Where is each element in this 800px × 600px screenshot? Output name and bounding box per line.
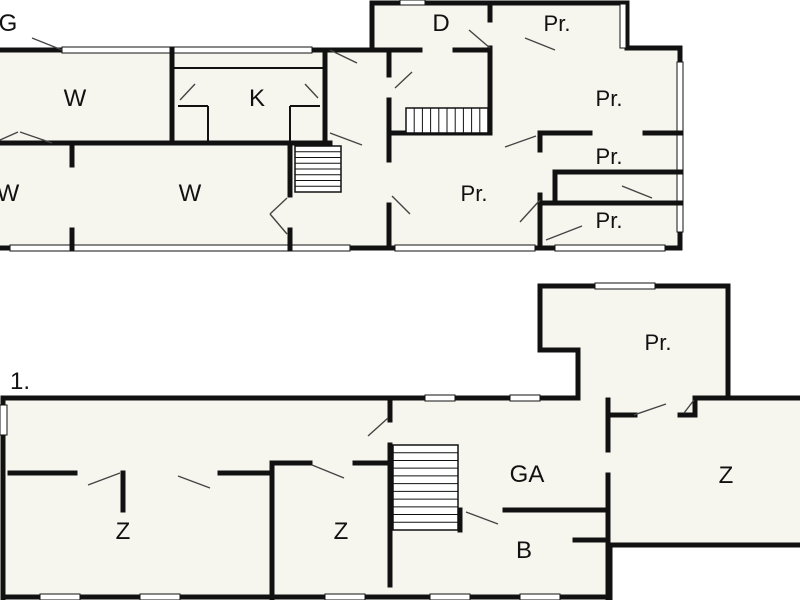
lower-floor-east-area — [610, 400, 800, 545]
lower-interior-walls — [7, 395, 698, 600]
room-label-z2: Z — [334, 518, 349, 545]
lower-floor-area — [0, 398, 610, 598]
room-label-d: D — [432, 10, 449, 37]
upper-interior-walls — [0, 0, 683, 251]
lower-floor-plan: 1. Pr. GA Z Z Z B — [0, 282, 800, 600]
room-label-w2: W — [0, 180, 20, 207]
upper-floor-plan: G W K W W D Pr. Pr. Pr. Pr. Pr. — [0, 0, 684, 252]
room-label-k: K — [249, 85, 265, 112]
upper-windows — [9, 0, 684, 252]
room-label-g: G — [0, 10, 17, 37]
floor-number: 1. — [10, 368, 30, 395]
room-label-w3: W — [179, 180, 202, 207]
upper-doors — [0, 29, 653, 241]
room-label-pr: Pr. — [645, 330, 672, 355]
lower-stair-treads — [393, 452, 458, 523]
room-label-pr2: Pr. — [596, 86, 623, 111]
room-label-b: B — [516, 537, 532, 564]
lower-windows — [0, 282, 656, 600]
room-label-pr5: Pr. — [596, 208, 623, 233]
upper-stair-treads-2 — [413, 108, 481, 133]
room-label-pr3: Pr. — [596, 144, 623, 169]
room-label-z1: Z — [116, 518, 131, 545]
room-label-ga: GA — [510, 461, 545, 488]
room-label-z3: Z — [719, 462, 734, 489]
lower-floor-north-room-area — [538, 286, 728, 400]
lower-doors — [87, 399, 695, 525]
upper-floor-north-wing-area — [372, 4, 626, 52]
room-label-pr1: Pr. — [544, 11, 571, 36]
room-label-w1: W — [64, 85, 87, 112]
lower-staircase — [392, 444, 459, 531]
upper-stair-treads — [295, 151, 341, 187]
lower-outer-walls — [0, 283, 800, 600]
room-label-pr4: Pr. — [461, 181, 488, 206]
